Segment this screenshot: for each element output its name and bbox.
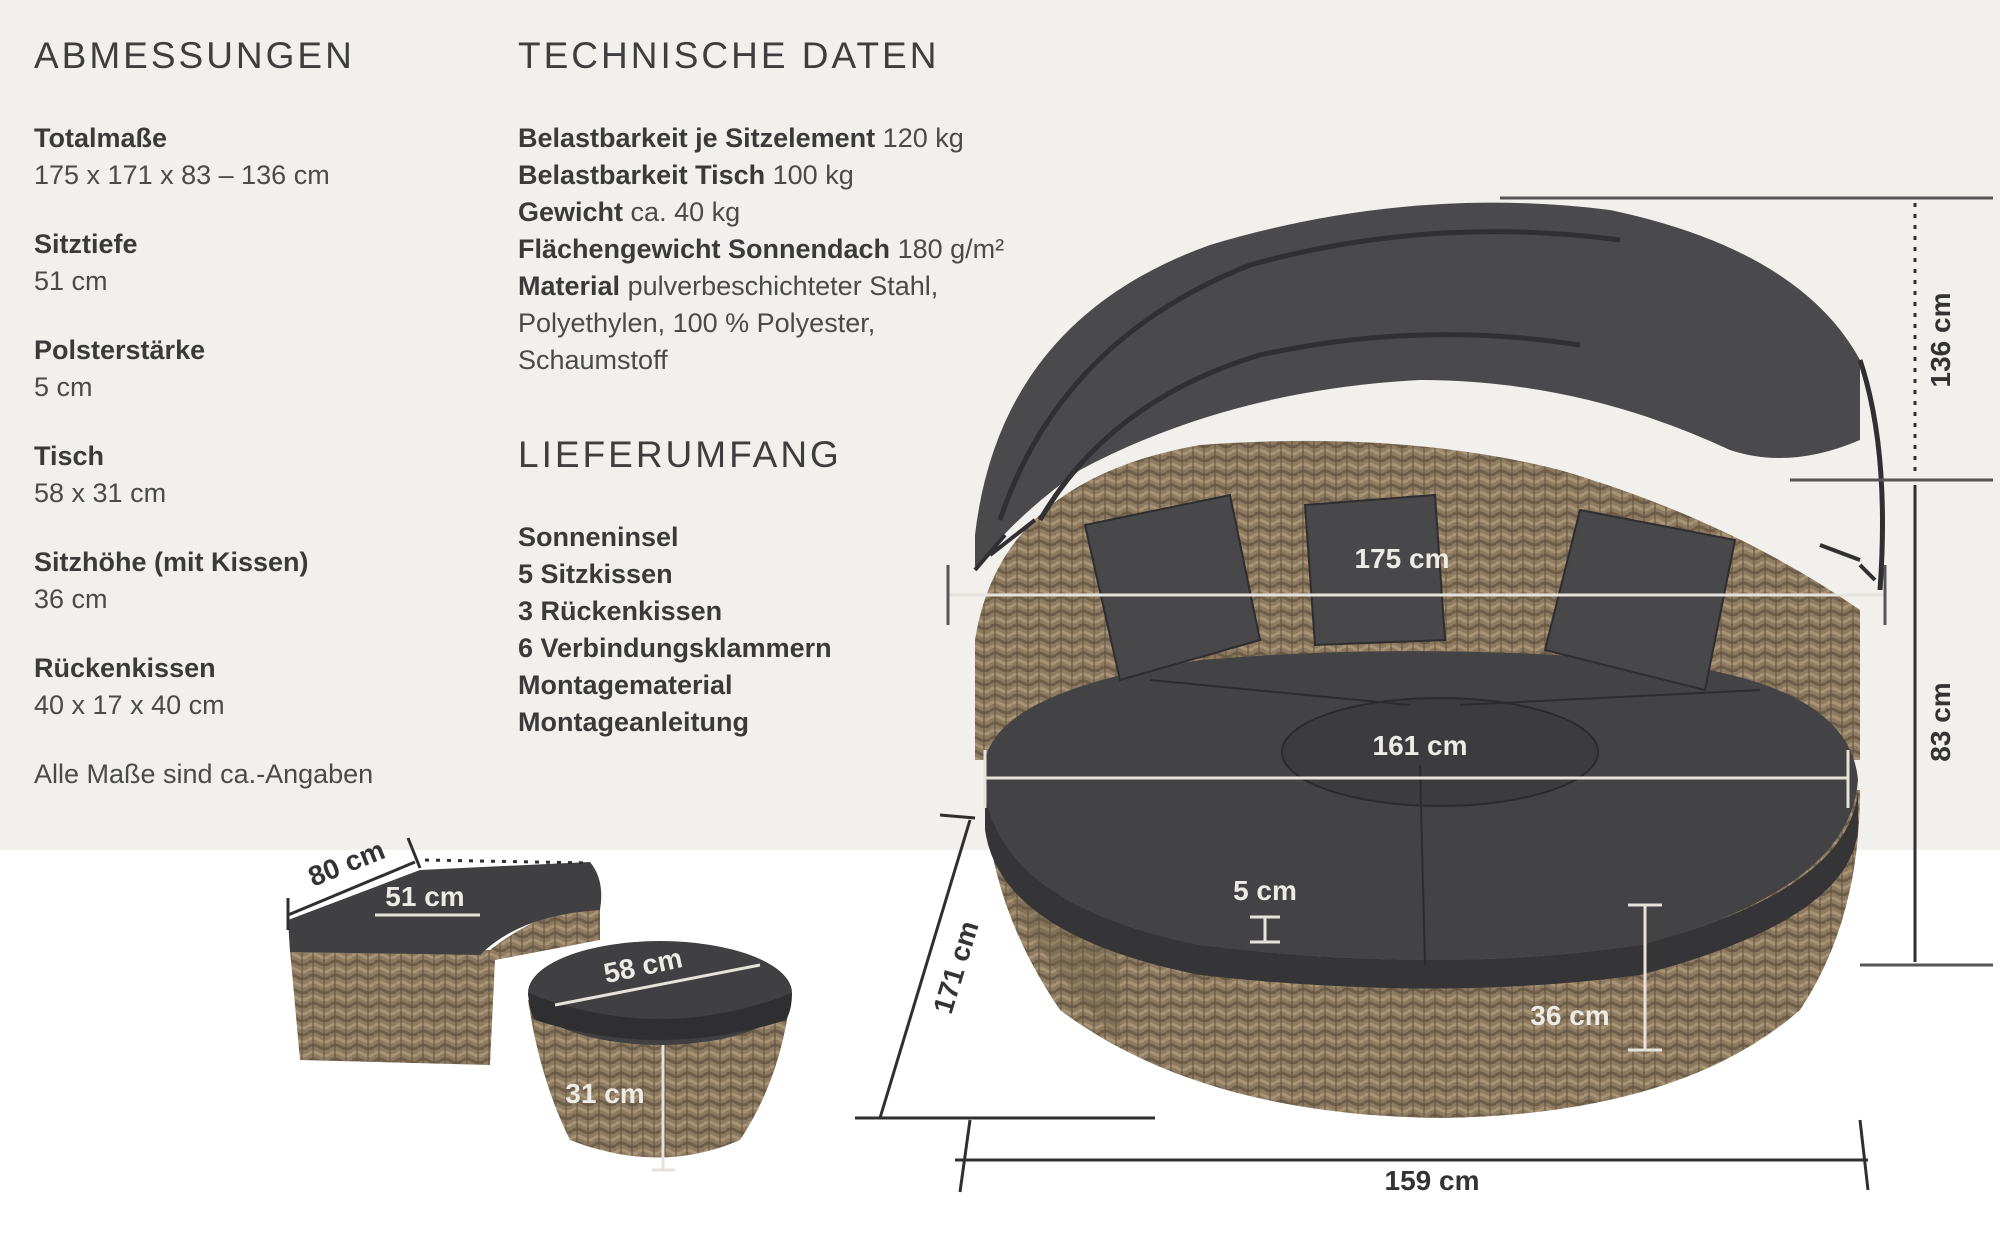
spec-label: Polsterstärke xyxy=(34,335,206,365)
dim-table-height: 31 cm xyxy=(565,1078,644,1109)
abmessungen-heading: ABMESSUNGEN xyxy=(34,35,355,76)
tech-gewicht: Gewicht ca. 40 kg xyxy=(518,194,1138,231)
dim-seat-height: 36 cm xyxy=(1530,1000,1609,1031)
tech-value: pulverbeschichteter Stahl, xyxy=(627,271,939,301)
dim-bed-height: 83 cm xyxy=(1925,682,1956,761)
dim-cushion-thickness: 5 cm xyxy=(1233,875,1297,906)
spec-value: 36 cm xyxy=(34,584,108,614)
spec-value: 51 cm xyxy=(34,266,108,296)
spec-value: 58 x 31 cm xyxy=(34,478,167,508)
tech-value: 100 kg xyxy=(772,160,854,190)
canopy xyxy=(975,202,1860,570)
tech-value: 120 kg xyxy=(882,123,964,153)
spec-sitztiefe: Sitztiefe 51 cm xyxy=(34,226,474,300)
spec-rueckenkissen: Rückenkissen 40 x 17 x 40 cm xyxy=(34,650,474,724)
lieferumfang-item: Montageanleitung xyxy=(518,707,749,737)
tech-value: ca. 40 kg xyxy=(630,197,741,227)
side-table xyxy=(528,941,792,1158)
lieferumfang-item: 5 Sitzkissen xyxy=(518,559,673,589)
tech-belastbarkeit-tisch: Belastbarkeit Tisch 100 kg xyxy=(518,157,1138,194)
spec-label: Sitzhöhe (mit Kissen) xyxy=(34,547,309,577)
lieferumfang-heading: LIEFERUMFANG xyxy=(518,434,842,475)
spec-value: 40 x 17 x 40 cm xyxy=(34,690,225,720)
technische-daten-heading: TECHNISCHE DATEN xyxy=(518,35,940,76)
spec-label: Rückenkissen xyxy=(34,653,216,683)
tech-material-cont: Schaumstoff xyxy=(518,345,668,375)
tech-material: Material pulverbeschichteter Stahl, xyxy=(518,268,1138,305)
ottoman-cushion xyxy=(288,862,602,955)
tech-label: Material xyxy=(518,271,621,301)
spec-sitzhoehe: Sitzhöhe (mit Kissen) 36 cm xyxy=(34,544,474,618)
abmessungen-section: ABMESSUNGEN Totalmaße 175 x 171 x 83 – 1… xyxy=(34,32,474,793)
spec-polsterstaerke: Polsterstärke 5 cm xyxy=(34,332,474,406)
spec-value: 175 x 171 x 83 – 136 cm xyxy=(34,160,330,190)
tech-label: Flächengewicht Sonnendach xyxy=(518,234,891,264)
back-pillow-center xyxy=(1303,493,1447,647)
spec-label: Tisch xyxy=(34,441,105,471)
tech-value: 180 g/m² xyxy=(897,234,1005,264)
back-pillow-right xyxy=(1543,508,1737,692)
ottoman-base xyxy=(290,905,600,1065)
lieferumfang-item: 6 Verbindungsklammern xyxy=(518,633,832,663)
lieferumfang-item: Sonneninsel xyxy=(518,522,679,552)
back-pillow-left xyxy=(1083,493,1262,682)
dimension-labels: 136 cm 83 cm 175 cm 161 cm 5 cm 36 cm 17… xyxy=(304,293,1956,1196)
spec-tisch: Tisch 58 x 31 cm xyxy=(34,438,474,512)
tech-flaechengewicht: Flächengewicht Sonnendach 180 g/m² xyxy=(518,231,1138,268)
dim-base-width: 159 cm xyxy=(1385,1165,1480,1196)
lieferumfang-item: Montagematerial xyxy=(518,670,733,700)
daybed xyxy=(973,202,1885,1118)
spec-label: Totalmaße xyxy=(34,123,168,153)
table-base xyxy=(528,1000,790,1158)
lieferumfang-item: 3 Rückenkissen xyxy=(518,596,723,626)
tech-material-cont: Polyethylen, 100 % Polyester, xyxy=(518,308,876,338)
dim-canopy-height: 136 cm xyxy=(1925,293,1956,388)
dim-ottoman-width: 51 cm xyxy=(385,881,464,912)
ottoman xyxy=(288,862,602,1065)
spec-label: Sitztiefe xyxy=(34,229,138,259)
dim-inner-width: 161 cm xyxy=(1373,730,1468,761)
spec-value: 5 cm xyxy=(34,372,93,402)
tech-belastbarkeit-sitz: Belastbarkeit je Sitzelement 120 kg xyxy=(518,120,1138,157)
technische-daten-section: TECHNISCHE DATEN Belastbarkeit je Sitzel… xyxy=(518,32,1138,741)
tech-label: Gewicht xyxy=(518,197,624,227)
dim-width-top: 175 cm xyxy=(1355,543,1450,574)
dim-ottoman-depth: 80 cm xyxy=(304,834,389,892)
spec-totalmasse: Totalmaße 175 x 171 x 83 – 136 cm xyxy=(34,120,474,194)
tech-label: Belastbarkeit je Sitzelement xyxy=(518,123,876,153)
approximation-note: Alle Maße sind ca.-Angaben xyxy=(34,759,374,789)
dimension-lines xyxy=(286,196,1993,1193)
tech-label: Belastbarkeit Tisch xyxy=(518,160,766,190)
